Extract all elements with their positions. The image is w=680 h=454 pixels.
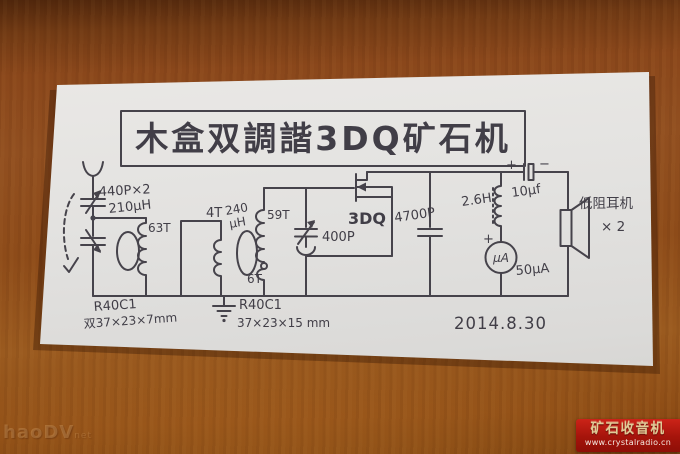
label-meter-face: µA xyxy=(492,251,509,265)
coil-1 xyxy=(137,217,147,297)
label-gang-cap: 440P×2 xyxy=(98,182,151,200)
site-badge-title: 矿石收音机 xyxy=(590,421,666,437)
headphone-speaker-cone xyxy=(570,197,590,259)
ferrite-rod-1 xyxy=(116,231,140,271)
link-coil xyxy=(213,220,222,297)
gang-link-dashed-line xyxy=(63,193,75,260)
label-output-cap-minus: − xyxy=(539,157,550,172)
site-badge: 矿石收音机 www.crystalradio.cn xyxy=(576,419,680,452)
page-title: 木盒双調諧3DQ矿石机 xyxy=(134,119,510,158)
tuning-cap-2-arrowhead xyxy=(93,244,101,253)
antenna-icon xyxy=(82,161,104,200)
label-choke: 2.6H xyxy=(460,191,492,210)
title-box xyxy=(120,110,526,167)
label-headphones: 低阻耳机 xyxy=(579,196,633,212)
label-coil2-turns: 59T xyxy=(267,208,290,222)
tuning-cap-1-arrowhead xyxy=(93,190,101,199)
label-tuning-cap: 400P xyxy=(322,230,355,245)
tuning-cap-400p-arrowhead xyxy=(307,220,315,228)
label-coil2-unit: µH xyxy=(228,214,247,231)
headphone-speaker-icon xyxy=(559,209,573,247)
coil-2-upper xyxy=(255,187,265,263)
transistor-3dq xyxy=(355,171,393,257)
transistor-arrowhead xyxy=(357,182,366,192)
label-coil1-turns: 63T xyxy=(148,221,171,235)
label-output-cap: 10µf xyxy=(510,182,542,201)
label-coil1-inductance: 210µH xyxy=(108,198,152,217)
label-rod2-size: 37×23×15 mm xyxy=(237,316,330,330)
label-meter-range: 50µA xyxy=(515,261,550,279)
link-loop-wires xyxy=(180,220,222,297)
label-coil2-value: 240 xyxy=(224,200,249,218)
ferrite-rod-2 xyxy=(236,230,258,276)
bypass-cap-4700p xyxy=(417,171,443,297)
watermark-text: haoDV xyxy=(3,422,75,443)
tuning-cap-400p xyxy=(294,187,318,245)
gang-link-arrow xyxy=(63,257,79,273)
photo-watermark: haoDVnet xyxy=(3,422,92,443)
label-output-cap-plus: + xyxy=(506,158,517,173)
label-link-turns: 4T xyxy=(206,206,222,221)
wire-antenna-junction xyxy=(92,205,147,237)
label-coil2-tap: 6T xyxy=(247,272,263,286)
label-rod1-model: R40C1 xyxy=(93,297,137,315)
site-badge-url: www.crystalradio.cn xyxy=(584,438,672,447)
label-rod2-model: R40C1 xyxy=(239,298,282,313)
label-meter-plus: + xyxy=(483,232,494,247)
coil-2-lower xyxy=(256,268,265,297)
af-choke xyxy=(493,171,502,243)
label-bypass-cap: 4700P xyxy=(393,205,436,226)
ground-dot xyxy=(222,318,226,323)
label-rod1-size: 双37×23×7mm xyxy=(83,310,177,331)
cap-400p-wires xyxy=(296,235,393,297)
ground-icon xyxy=(212,295,236,317)
label-transistor: 3DQ xyxy=(348,209,386,228)
date-label: 2014.8.30 xyxy=(454,314,547,333)
watermark-suffix: net xyxy=(74,431,92,441)
label-headphones-qty: × 2 xyxy=(601,219,625,235)
